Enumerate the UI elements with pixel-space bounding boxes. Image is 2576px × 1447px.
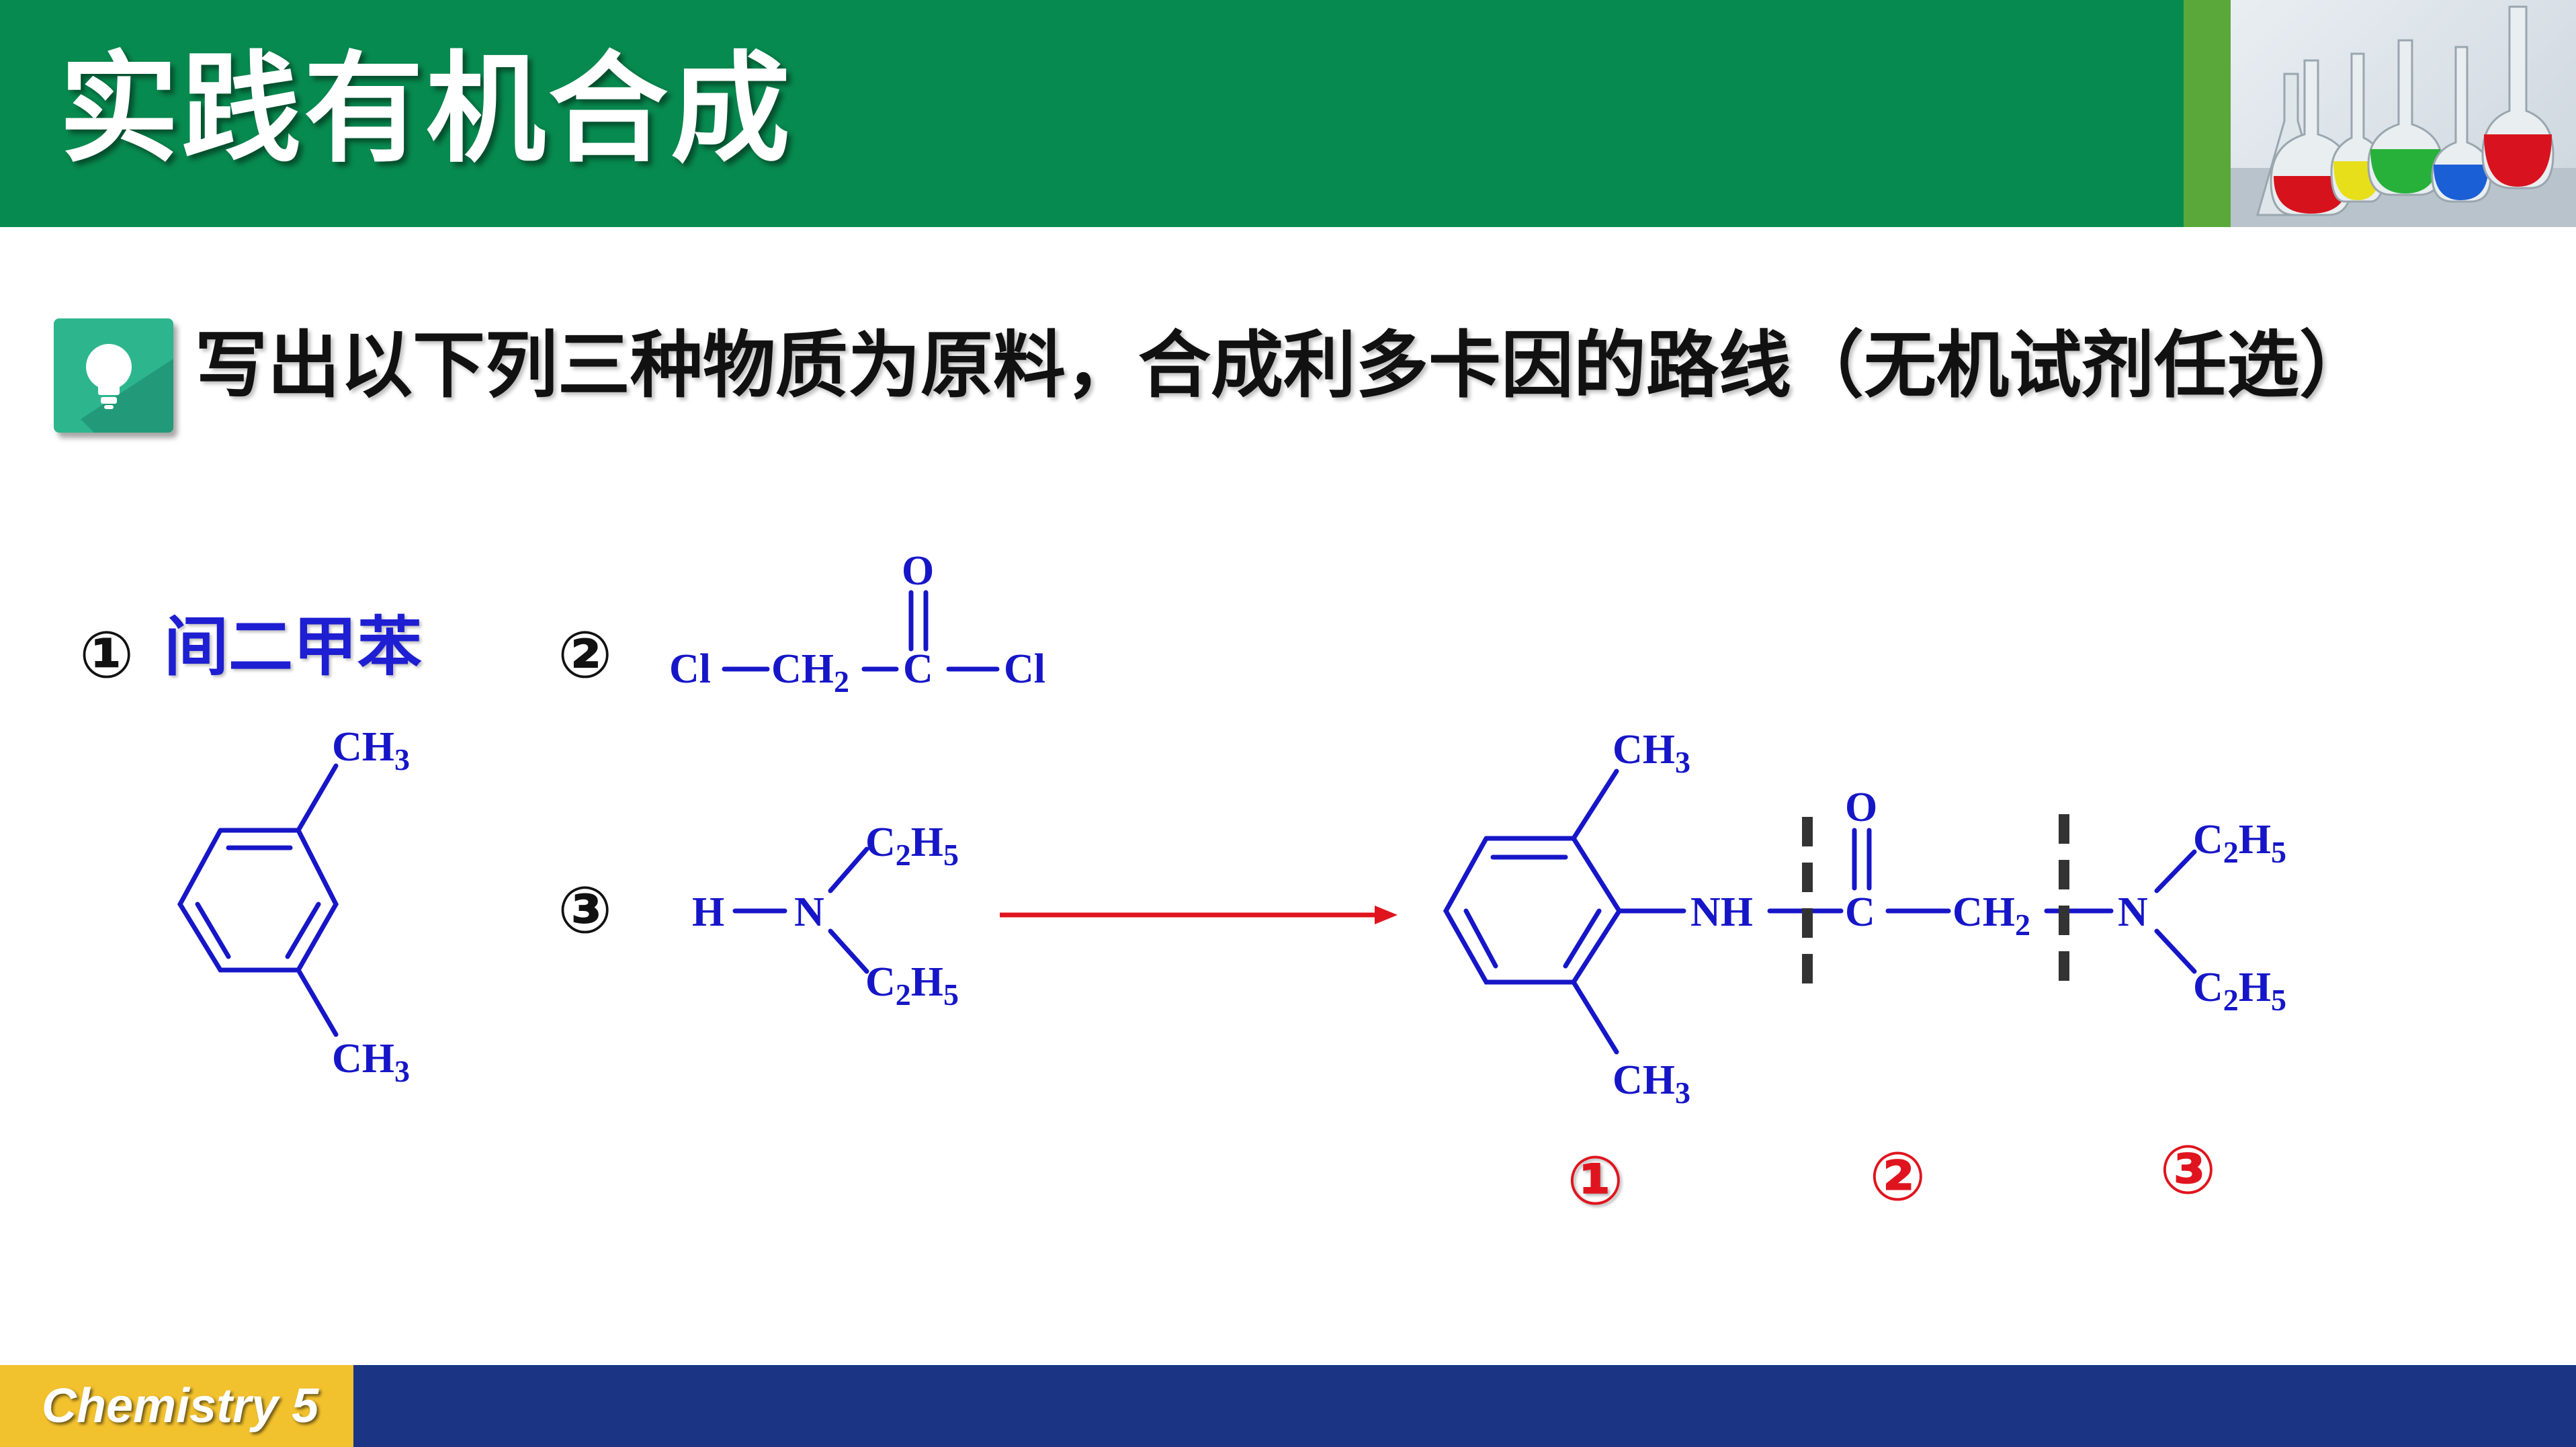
lidocaine-structure-bonds: [1443, 769, 2197, 1055]
fragment-1-marker: ①: [1567, 1141, 1624, 1220]
carbonyl-carbon-label: C: [903, 646, 933, 692]
product-nitrogen-label: N: [2118, 889, 2148, 935]
amine-hydrogen-label: H: [692, 889, 724, 935]
product-ethyl-top-label: C2H5: [2193, 817, 2286, 869]
footer-label: Chemistry 5: [42, 1379, 319, 1433]
chlorine-right-label: Cl: [1004, 646, 1045, 692]
page-title: 实践有机合成: [59, 40, 793, 179]
methyl-top-label: CH3: [332, 724, 410, 777]
lightbulb-icon: [54, 318, 173, 433]
methyl-bottom-label: CH3: [332, 1036, 410, 1088]
footer-label-box: [0, 1365, 353, 1447]
product-ethyl-bottom-label: C2H5: [2193, 965, 2286, 1017]
amine-nitrogen-label: N: [794, 889, 824, 935]
material-1-marker: ①: [79, 617, 134, 693]
diethylamine-bonds: [732, 846, 869, 974]
material-3-marker: ③: [558, 873, 613, 948]
chloroacetyl-chloride-bonds: [722, 590, 1000, 672]
amide-nh-label: NH: [1690, 889, 1753, 935]
product-methyl-bottom-label: CH3: [1613, 1057, 1690, 1110]
lab-flasks-illustration: [2231, 5, 2576, 227]
product-oxygen-label: O: [1845, 785, 1877, 830]
carbonyl-oxygen-label: O: [902, 548, 934, 594]
lab-flasks-image: [2231, 0, 2576, 227]
product-carbonyl-label: C: [1845, 889, 1875, 935]
ethyl-top-label: C2H5: [865, 820, 959, 872]
footer-bar: [0, 1365, 2576, 1447]
product-methyl-top-label: CH3: [1613, 727, 1690, 779]
product-methylene-label: CH2: [1952, 889, 2030, 942]
green-liquid: [2370, 149, 2440, 193]
m-xylene-ring: [177, 763, 339, 1037]
material-1-name: 间二甲苯: [164, 609, 422, 685]
red-liquid: [2274, 176, 2349, 214]
material-2-marker: ②: [558, 617, 613, 693]
chlorine-left-label: Cl: [669, 646, 711, 692]
title-bar: [0, 0, 2184, 227]
question-text: 写出以下列三种物质为原料，合成利多卡因的路线（无机试剂任选）: [195, 324, 2372, 408]
ethyl-bottom-label: C2H5: [865, 959, 959, 1012]
crimson-liquid: [2484, 134, 2552, 187]
reaction-arrow: [1000, 906, 1398, 924]
fragment-3-marker: ③: [2159, 1131, 2217, 1209]
blue-liquid: [2434, 165, 2489, 200]
flask-blue: [2431, 46, 2492, 203]
fragment-2-marker: ②: [1869, 1137, 1926, 1216]
methylene-label: CH2: [771, 646, 849, 699]
title-bar-accent: [2184, 0, 2231, 227]
